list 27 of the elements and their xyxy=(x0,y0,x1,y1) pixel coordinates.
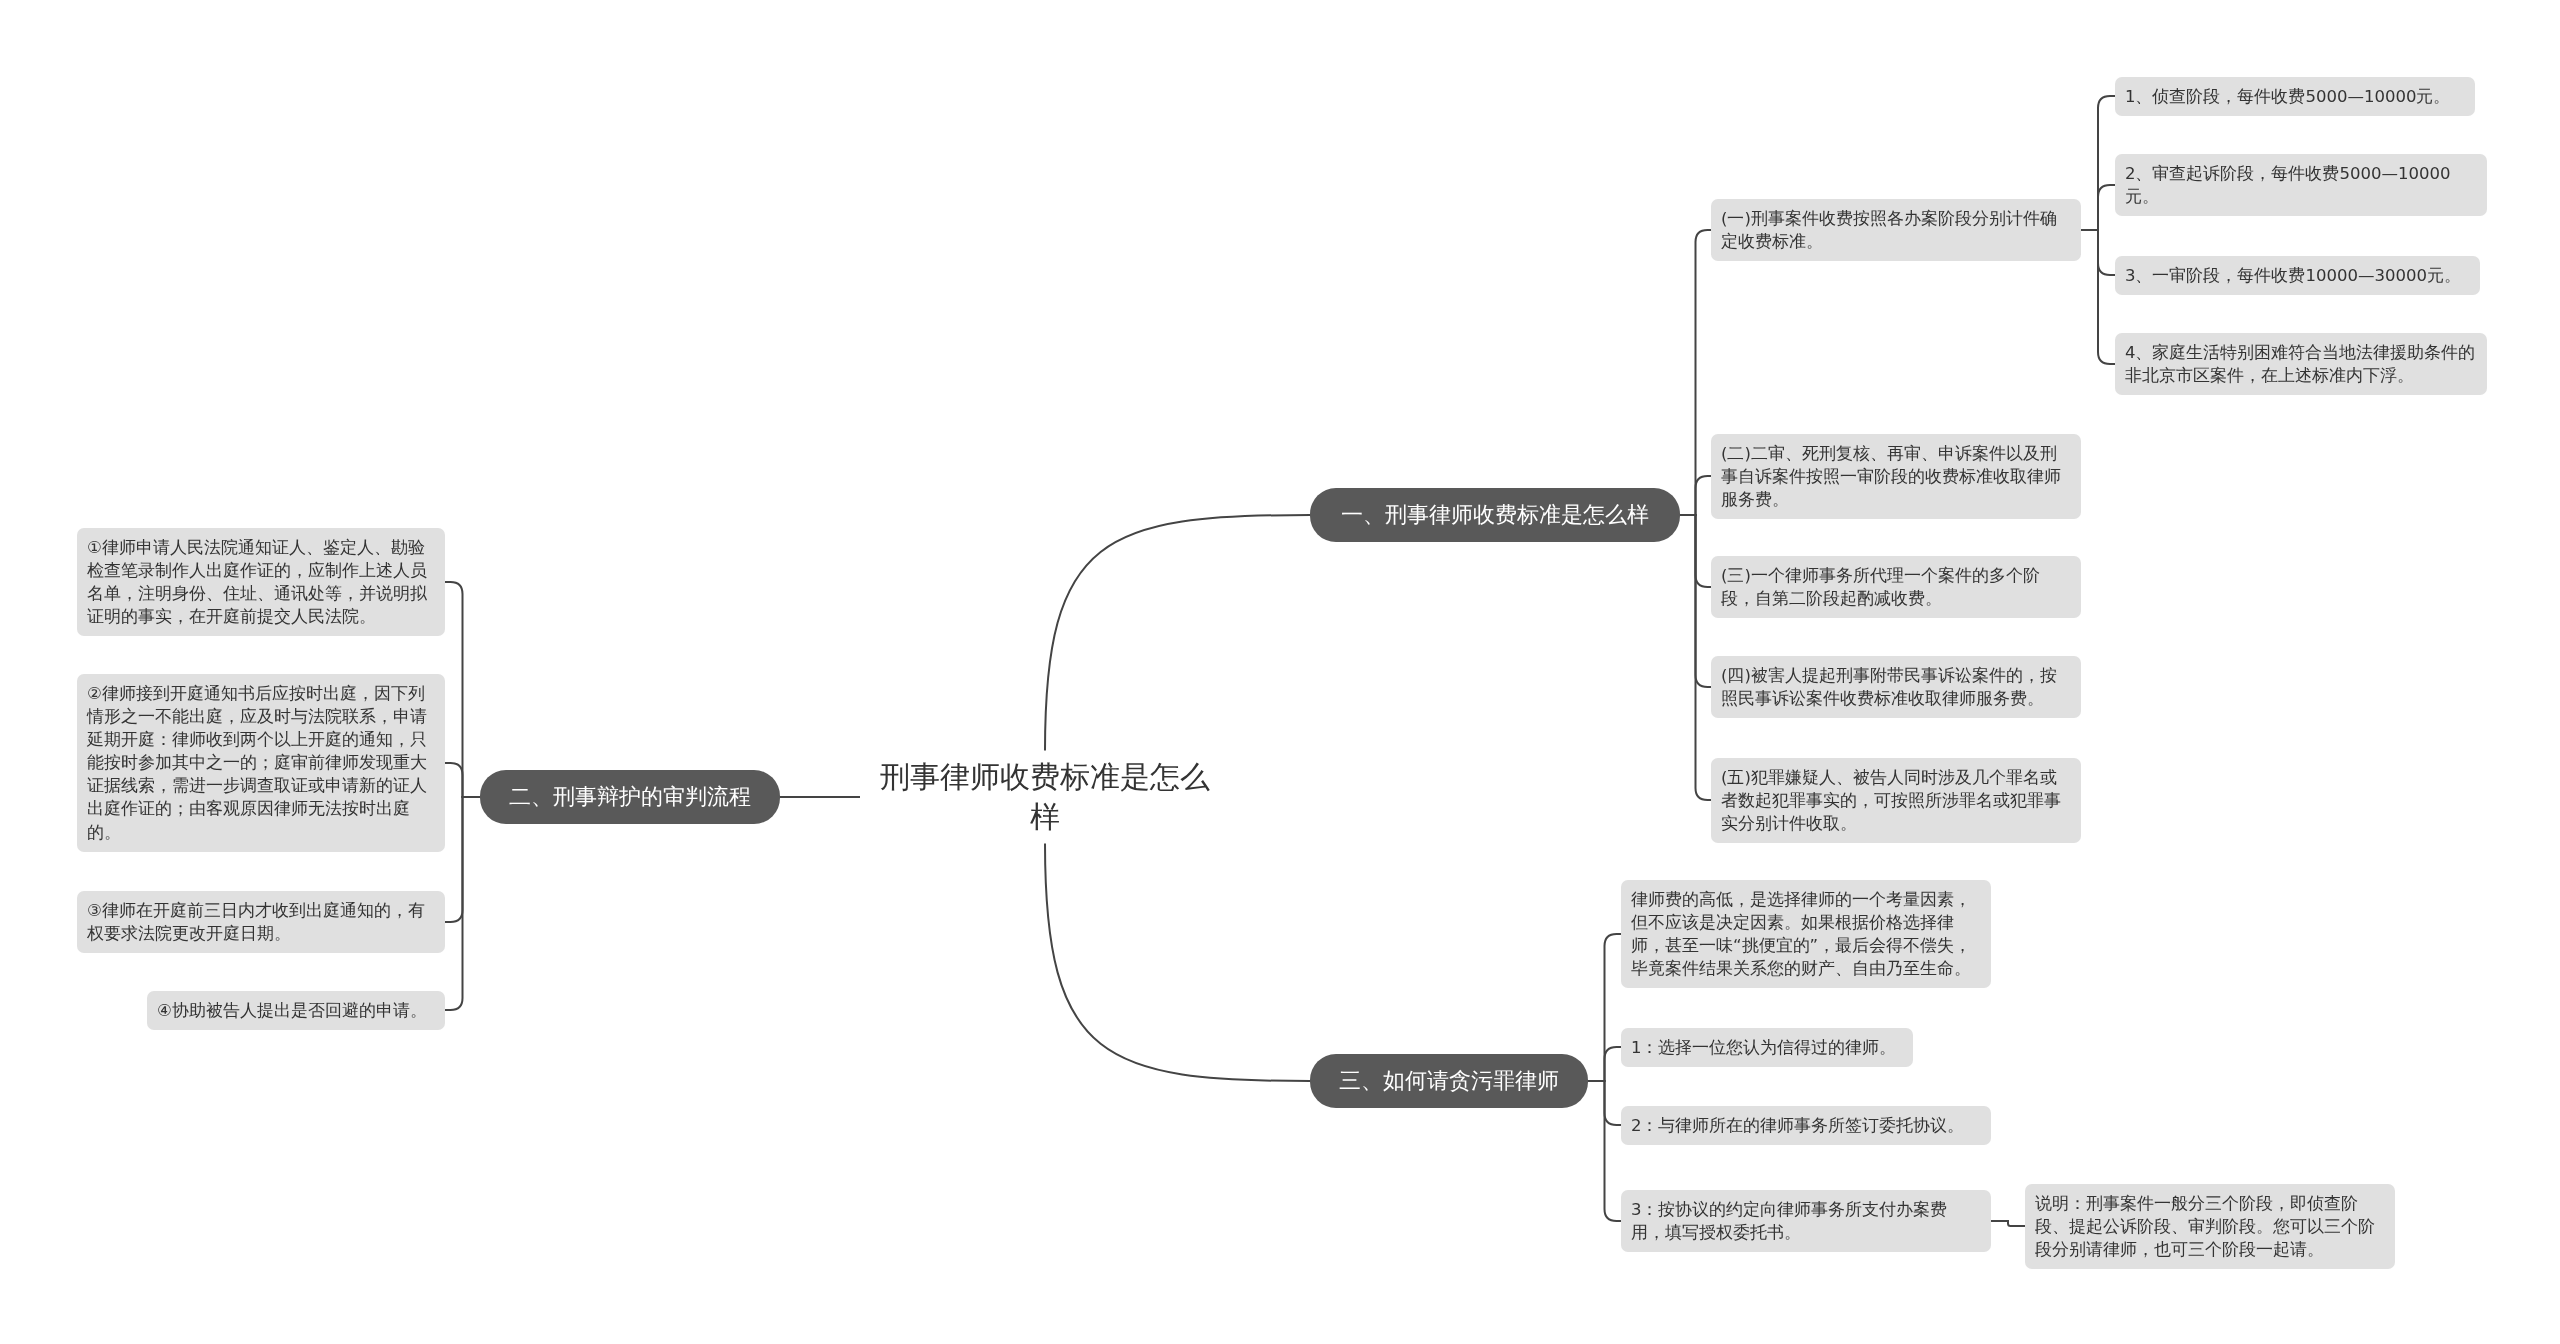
topic-box: ④协助被告人提出是否回避的申请。 xyxy=(147,990,445,1030)
topic-box: ②律师接到开庭通知书后应按时出庭，因下列情形之一不能出庭，应及时与法院联系，申请延期开庭：律师收到两个以上开庭的通知，只能按时参加其中之一的；庭审前律师发现重大证据线索，需进一步调查取证或申请新的证人出庭作证的；由客观原因律师无法按时出庭的。 xyxy=(77,674,445,852)
connector-line xyxy=(1044,514,1311,752)
connector-line xyxy=(779,796,861,798)
topic-box: 1、侦查阶段，每件收费5000—10000元。 xyxy=(2115,76,2475,116)
topic-box: 2：与律师所在的律师事务所签订委托协议。 xyxy=(1621,1105,1991,1145)
topic-box: (一)刑事案件收费按照各办案阶段分别计件确定收费标准。 xyxy=(1711,199,2081,262)
central-topic: 刑事律师收费标准是怎么样 xyxy=(860,750,1230,844)
topic-box: (五)犯罪嫌疑人、被告人同时涉及几个罪名或者数起犯罪事实的，可按照所涉罪名或犯罪事实分别计件收取。 xyxy=(1711,757,2081,843)
topic-box: 1：选择一位您认为信得过的律师。 xyxy=(1621,1027,1913,1067)
connector-line xyxy=(1990,1220,2026,1227)
branch-topic: 二、刑事辩护的审判流程 xyxy=(480,770,780,824)
topic-box: (三)一个律师事务所代理一个案件的多个阶段，自第二阶段起酌减收费。 xyxy=(1711,556,2081,619)
topic-box: ①律师申请人民法院通知证人、鉴定人、勘验检查笔录制作人出庭作证的，应制作上述人员名单，注明身份、住址、通讯处等，并说明拟证明的事实，在开庭前提交人民法院。 xyxy=(77,528,445,637)
topic-box: 律师费的高低，是选择律师的一个考量因素，但不应该是决定因素。如果根据价格选择律师，甚至一味“挑便宜的”，最后会得不偿失，毕竟案件结果关系您的财产、自由乃至生命。 xyxy=(1621,880,1991,989)
topic-box: 3：按协议的约定向律师事务所支付办案费用，填写授权委托书。 xyxy=(1621,1190,1991,1253)
connector-line xyxy=(1044,842,1311,1082)
branch-topic: 一、刑事律师收费标准是怎么样 xyxy=(1310,488,1680,542)
topic-box: 2、审查起诉阶段，每件收费5000—10000元。 xyxy=(2115,154,2487,217)
topic-box: (二)二审、死刑复核、再审、申诉案件以及刑事自诉案件按照一审阶段的收费标准收取律师服务费。 xyxy=(1711,433,2081,519)
connector-line xyxy=(1679,514,1712,801)
topic-box: ③律师在开庭前三日内才收到出庭通知的，有权要求法院更改开庭日期。 xyxy=(77,891,445,954)
topic-box: 3、一审阶段，每件收费10000—30000元。 xyxy=(2115,255,2480,295)
topic-box: 说明：刑事案件一般分三个阶段，即侦查阶段、提起公诉阶段、审判阶段。您可以三个阶段分别请律师，也可三个阶段一起请。 xyxy=(2025,1183,2395,1269)
topic-box: (四)被害人提起刑事附带民事诉讼案件的，按照民事诉讼案件收费标准收取律师服务费。 xyxy=(1711,656,2081,719)
topic-box: 4、家庭生活特别困难符合当地法律援助条件的非北京市区案件，在上述标准内下浮。 xyxy=(2115,333,2487,396)
branch-topic: 三、如何请贪污罪律师 xyxy=(1310,1054,1588,1108)
